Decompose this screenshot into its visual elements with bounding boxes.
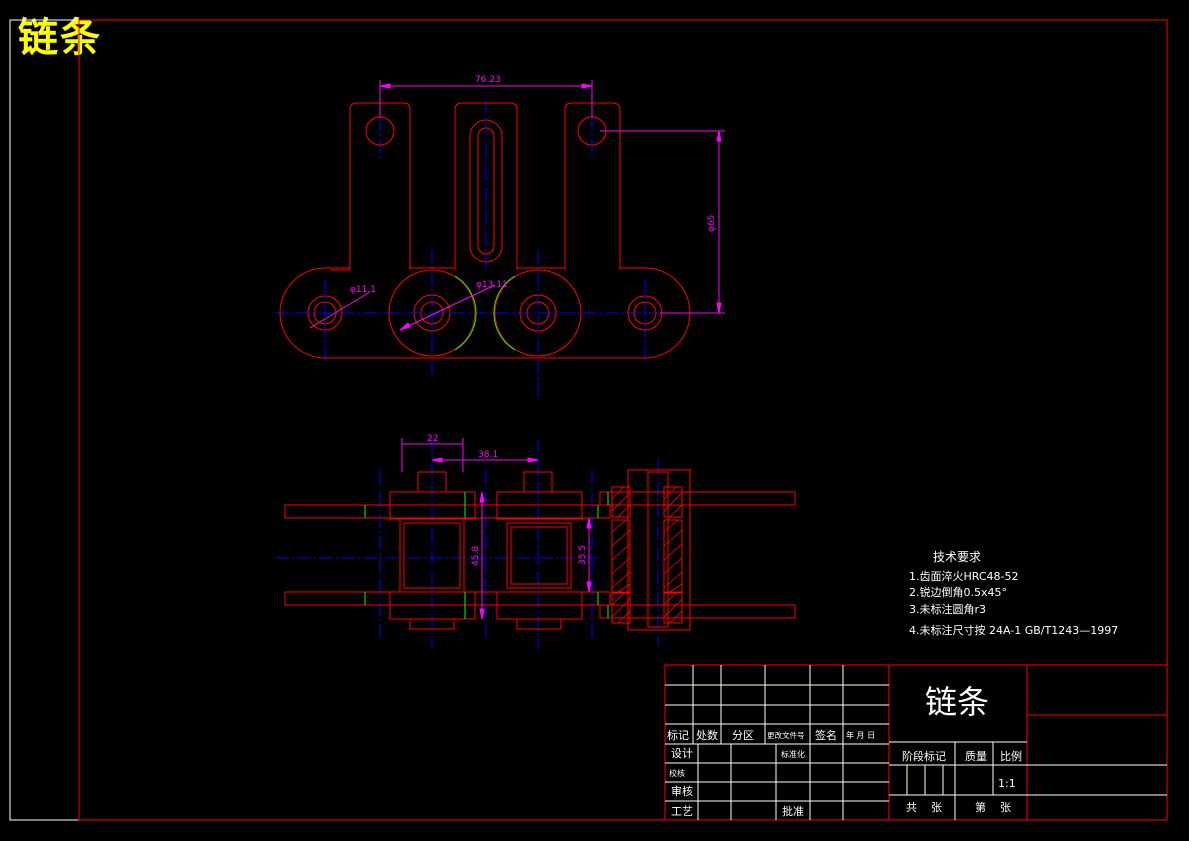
label-jieduan: 阶段标记 — [902, 749, 946, 763]
dim-22: 22 — [427, 434, 438, 444]
label-qianming: 签名 — [815, 728, 837, 742]
label-jiaohe: 校核 — [669, 768, 685, 778]
dim-phi65: φ65 — [707, 215, 717, 232]
label-biaozhunhua: 标准化 — [781, 749, 805, 759]
title-block-labels: 标记 处数 分区 更改文件号 签名 年 月 日 设计 标准化 校核 审核 工艺 … — [667, 728, 1022, 818]
label-date: 年 月 日 — [846, 730, 875, 740]
tech-req-item-3: 3.未标注圆角r3 — [909, 602, 986, 616]
tech-req-heading: 技术要求 — [933, 550, 981, 564]
label-pizhun: 批准 — [782, 804, 804, 818]
dim-38-1: 38.1 — [478, 450, 498, 460]
label-shenhe: 审核 — [671, 784, 693, 798]
label-zhiliang: 质量 — [965, 750, 987, 763]
tech-req-item-4: 4.未标注尺寸按 24A-1 GB/T1243—1997 — [909, 623, 1118, 637]
front-view-dimensions — [401, 438, 592, 620]
side-view — [599, 460, 796, 645]
dim-35-5: 35.5 — [578, 545, 588, 565]
outer-border — [9, 19, 1168, 821]
top-view-dimensions — [309, 80, 725, 331]
label-zhang-1: 张 — [931, 801, 942, 814]
title-block-drawing-name: 链条 — [925, 683, 989, 721]
dim-45-8: 45.8 — [471, 546, 481, 566]
drawing-title: 链条 — [18, 15, 102, 61]
label-gongyi: 工艺 — [671, 805, 693, 818]
label-gengai: 更改文件号 — [767, 730, 805, 740]
label-biaoji: 标记 — [667, 728, 689, 742]
label-gong: 共 — [906, 801, 917, 814]
label-scale-value: 1:1 — [998, 777, 1016, 790]
dim-phi11-1: φ11.1 — [350, 285, 376, 295]
label-di: 第 — [975, 800, 986, 814]
dim-phi13-11: φ13.11 — [476, 280, 508, 290]
inner-border — [78, 19, 1168, 821]
label-fenqu: 分区 — [732, 729, 754, 742]
tech-req-item-1: 1.齿面淬火HRC48-52 — [909, 569, 1019, 583]
top-view — [275, 95, 700, 400]
tech-req-item-2: 2.锐边倒角0.5x45° — [909, 585, 1007, 599]
label-bili: 比例 — [1000, 749, 1022, 763]
label-chushu: 处数 — [696, 729, 718, 742]
title-block-lines — [664, 664, 1168, 821]
front-view — [275, 440, 611, 648]
label-sheji: 设计 — [671, 747, 693, 760]
dim-76-23: 76.23 — [475, 75, 501, 85]
label-zhang-2: 张 — [1000, 801, 1011, 814]
